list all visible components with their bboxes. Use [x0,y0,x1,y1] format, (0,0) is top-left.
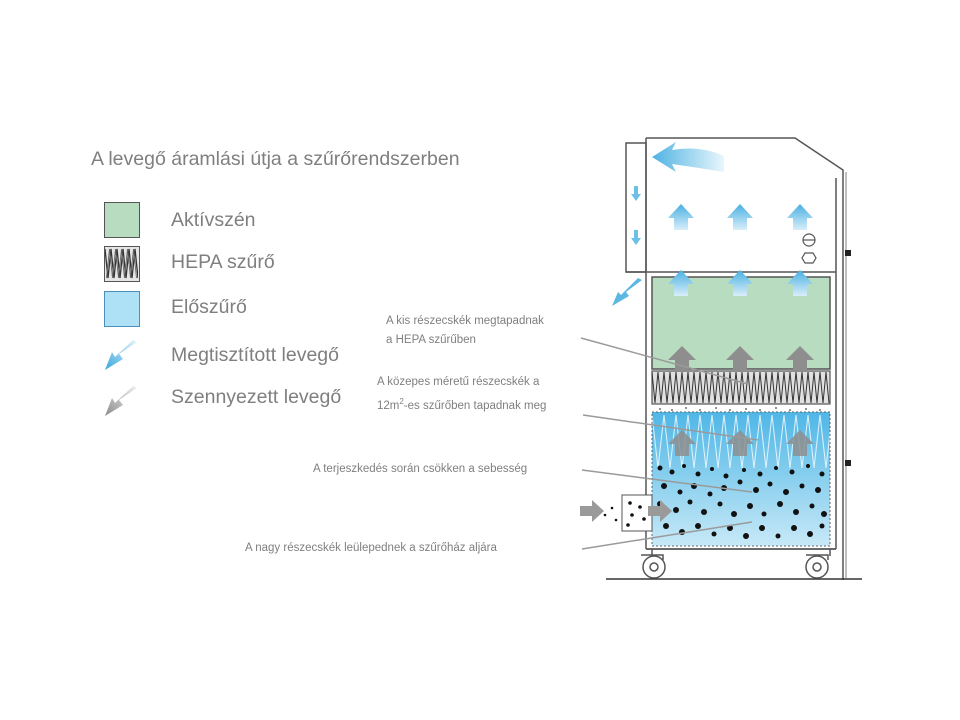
annotation-expansion: A terjeszkedés során csökken a sebesség [313,463,528,475]
clean-air-outlet-arrow [652,142,724,172]
control-knobs [801,233,817,264]
wheel [641,554,666,579]
legend-label-pre-filter: Előszűrő [171,296,247,318]
particles [657,464,827,539]
polluted-air-up-arrows [668,346,814,456]
pre-filter-layer [651,407,831,547]
annotation-leaders [580,337,759,550]
cabinet-latch [845,460,851,466]
legend-label-hepa-filter: HEPA szűrő [171,251,275,273]
cabinet-base [606,548,862,580]
annotation-medium-particles: A közepes méretű részecskék a 12m2-es sz… [377,376,547,412]
clean-air-down-arrows [631,186,641,245]
wheel [805,554,829,579]
legend-swatch-hepa-filter [104,246,140,282]
page-title: A levegő áramlási útja a szűrőrendszerbe… [91,148,460,170]
legend-swatch-pre-filter [104,291,140,327]
polluted-air-inlet-arrow [580,500,604,522]
legend-swatch-activated-carbon [104,202,140,238]
clean-air-icon [105,340,137,370]
polluted-air-inlet-arrow [648,500,672,522]
fine-particles [659,407,821,411]
polluted-air-icon [105,386,137,416]
annotation-small-particles: A kis részecskék megtapadnak a HEPA szűr… [386,315,544,346]
cabinet-latch [845,250,851,256]
hepa-filter-layer [651,370,831,405]
legend-label-activated-carbon: Aktívszén [171,209,256,231]
clean-air-up-arrows [668,204,813,296]
legend-label-polluted-air: Szennyezett levegő [171,386,342,408]
legend-label-clean-air: Megtisztított levegő [171,344,339,366]
annotation-large-particles: A nagy részecskék leülepednek a szűrőház… [245,542,497,554]
air-inlet [603,494,653,532]
clean-air-exhaust-arrow [612,278,642,306]
